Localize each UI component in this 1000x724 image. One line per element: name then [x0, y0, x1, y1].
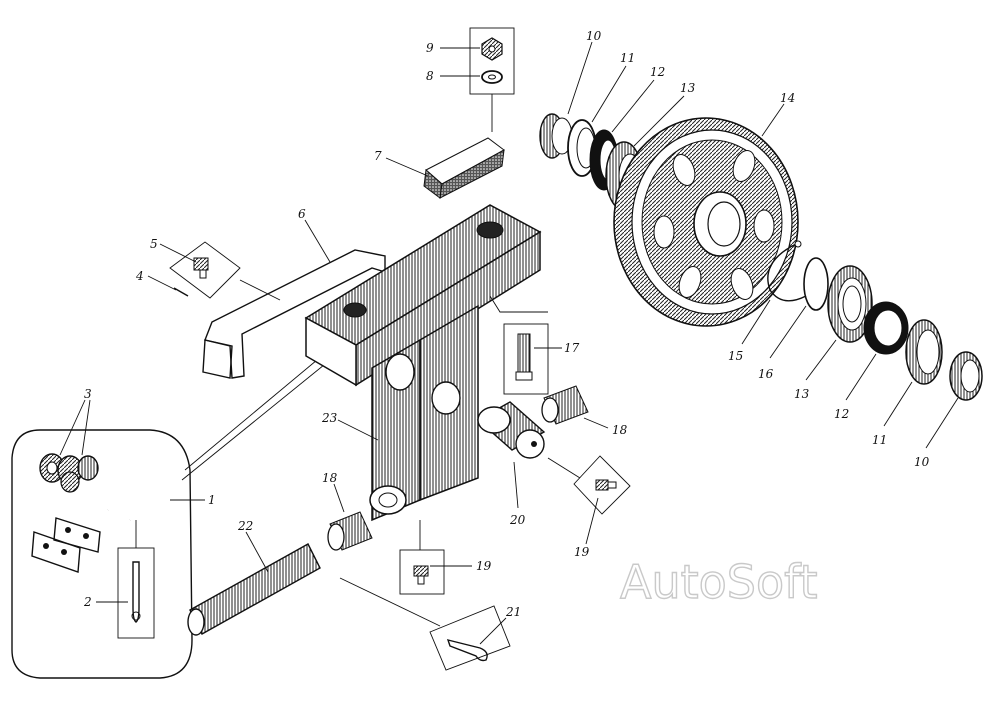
callout-7: 7	[374, 149, 382, 163]
callout-12a: 12	[650, 65, 665, 79]
part-18-bushing-right	[541, 385, 589, 425]
callout-15: 15	[728, 349, 743, 363]
callout-4: 4	[135, 269, 144, 283]
callout-14: 14	[780, 91, 795, 105]
callout-21: 21	[505, 605, 521, 619]
callout-19-right: 19	[574, 545, 590, 559]
callout-6: 6	[298, 207, 306, 221]
part-14-pulley	[613, 117, 799, 327]
callout-16: 16	[758, 367, 774, 381]
part-17-stud	[515, 333, 533, 381]
part-19-grease-fitting-bottom	[413, 565, 429, 585]
watermark-text: AutoSoft	[620, 555, 818, 609]
callout-3: 3	[84, 387, 92, 401]
callout-8: 8	[426, 69, 434, 83]
part-22-long-pin	[187, 543, 321, 636]
part-3-rollers	[39, 453, 99, 493]
callout-11a: 11	[620, 51, 635, 65]
part-18-bushing-left	[327, 511, 373, 551]
callout-17: 17	[564, 341, 580, 355]
part-10-ring-upper	[539, 113, 573, 159]
callout-10b: 10	[914, 455, 930, 469]
part-20-axle	[476, 401, 546, 459]
part-7-block	[423, 137, 505, 199]
part-4-pin	[173, 287, 189, 297]
part-11-ring-upper	[567, 119, 597, 177]
inset-frame-left	[11, 429, 193, 679]
part-23-bracket	[304, 204, 542, 522]
part-2-cotter-pin	[131, 561, 141, 623]
part-plates	[31, 517, 101, 573]
part-17-box	[503, 323, 549, 395]
callout-23: 23	[321, 411, 338, 425]
part-9-nut	[481, 37, 503, 61]
callout-12b: 12	[834, 407, 849, 421]
part-4-5-box	[169, 241, 241, 299]
callout-2: 2	[83, 595, 92, 609]
callout-9: 9	[426, 41, 434, 55]
part-19-box-bottom	[399, 549, 445, 595]
part-19-box-right	[573, 455, 631, 515]
part-1-u-clip	[107, 484, 166, 522]
callout-22: 22	[237, 519, 253, 533]
part-12-seal-lower	[863, 301, 909, 355]
callout-5: 5	[150, 237, 158, 251]
part-16-ring	[803, 257, 829, 311]
callout-11b: 11	[872, 433, 887, 447]
part-21-box	[429, 605, 511, 671]
part-21-cotter-pin	[446, 639, 488, 662]
leader-inset-to-bracket	[184, 344, 336, 471]
part-8-washer	[481, 70, 503, 84]
part-19-grease-fitting-right	[595, 479, 617, 491]
part-5-bolt	[193, 257, 209, 279]
callout-13b: 13	[794, 387, 810, 401]
callout-18a: 18	[612, 423, 628, 437]
part-10-ring-lower	[949, 351, 983, 401]
part-11-ring-lower	[905, 319, 943, 385]
callout-19-bottom: 19	[476, 559, 492, 573]
callout-13a: 13	[680, 81, 696, 95]
callout-20: 20	[509, 513, 526, 527]
part-15-snap-ring	[767, 240, 807, 302]
callout-10a: 10	[586, 29, 602, 43]
part-6-strap	[202, 249, 386, 379]
part-13-bearing-lower	[827, 265, 873, 343]
callout-1: 1	[208, 493, 216, 507]
callout-18b: 18	[322, 471, 338, 485]
